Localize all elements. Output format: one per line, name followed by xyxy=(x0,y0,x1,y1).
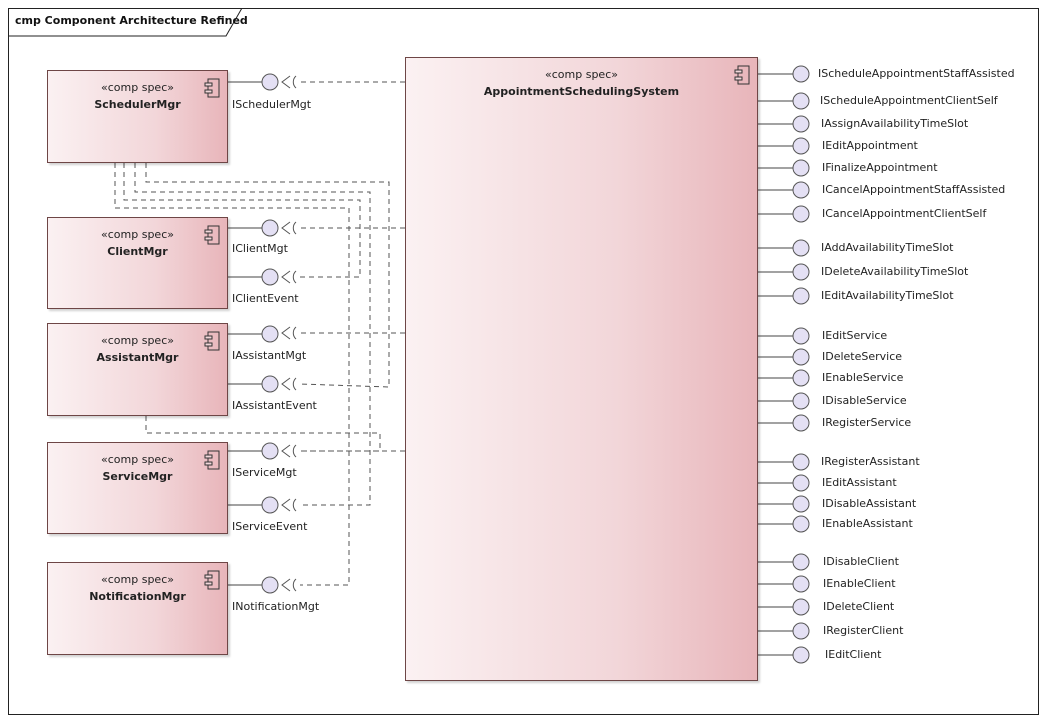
interface-label: IAssistantMgt xyxy=(232,349,307,362)
system-interface-label: IAddAvailabilityTimeSlot xyxy=(821,241,954,254)
interface-lollipop xyxy=(792,575,810,593)
system-interface-label: IDisableClient xyxy=(823,555,899,568)
interface-lollipop xyxy=(792,327,810,345)
interface-lollipop xyxy=(792,137,810,155)
component-stereotype: «comp spec» xyxy=(101,334,174,347)
component-scheduler-mgr[interactable]: «comp spec» SchedulerMgr xyxy=(47,70,228,163)
component-stereotype: «comp spec» xyxy=(101,81,174,94)
component-name: AppointmentSchedulingSystem xyxy=(483,85,680,98)
component-service-mgr[interactable]: «comp spec» ServiceMgr xyxy=(47,442,228,534)
interface-lollipop xyxy=(261,576,279,594)
interface-lollipop xyxy=(792,263,810,281)
system-interface-label: IEditService xyxy=(822,329,888,342)
component-icon xyxy=(204,450,220,470)
interface-lollipop xyxy=(792,65,810,83)
interface-lollipop xyxy=(792,348,810,366)
component-assistant-mgr[interactable]: «comp spec» AssistantMgr xyxy=(47,323,228,416)
component-name: SchedulerMgr xyxy=(94,98,181,111)
component-stereotype: «comp spec» xyxy=(101,228,174,241)
system-interface-label: IDeleteAvailabilityTimeSlot xyxy=(821,265,969,278)
diagram-title: cmp Component Architecture Refined xyxy=(15,14,248,27)
system-interface-label: IRegisterService xyxy=(822,416,912,429)
interface-lollipop xyxy=(261,325,279,343)
interface-label: IServiceEvent xyxy=(232,520,308,533)
interface-lollipop xyxy=(792,474,810,492)
interface-lollipop xyxy=(792,181,810,199)
diagram-frame xyxy=(8,8,1039,715)
system-interface-label: IEnableAssistant xyxy=(822,517,913,530)
interface-lollipop xyxy=(261,268,279,286)
system-interface-label: ICancelAppointmentStaffAssisted xyxy=(822,183,1006,196)
component-name: NotificationMgr xyxy=(89,590,186,603)
system-interface-label: IDeleteClient xyxy=(823,600,895,613)
system-interface-label: IRegisterClient xyxy=(823,624,904,637)
component-client-mgr[interactable]: «comp spec» ClientMgr xyxy=(47,217,228,309)
interface-lollipop xyxy=(792,622,810,640)
interface-lollipop xyxy=(792,159,810,177)
interface-label: INotificationMgt xyxy=(232,600,320,613)
interface-lollipop xyxy=(261,219,279,237)
interface-lollipop xyxy=(792,495,810,513)
component-name: ServiceMgr xyxy=(102,470,173,483)
system-interface-label: IScheduleAppointmentStaffAssisted xyxy=(818,67,1015,80)
component-stereotype: «comp spec» xyxy=(101,573,174,586)
interface-lollipop xyxy=(792,92,810,110)
system-interface-label: IEditClient xyxy=(825,648,882,661)
interface-label: IClientEvent xyxy=(232,292,299,305)
component-name: AssistantMgr xyxy=(96,351,179,364)
system-interface-label: IDisableService xyxy=(822,394,907,407)
system-interface-label: IEditAssistant xyxy=(822,476,897,489)
interface-lollipop xyxy=(792,646,810,664)
interface-lollipop xyxy=(792,598,810,616)
system-interface-label: IEnableClient xyxy=(823,577,896,590)
interface-label: ISchedulerMgt xyxy=(232,98,312,111)
component-icon xyxy=(734,65,750,85)
interface-lollipop xyxy=(261,375,279,393)
interface-label: IServiceMgt xyxy=(232,466,297,479)
interface-lollipop xyxy=(792,553,810,571)
component-notification-mgr[interactable]: «comp spec» NotificationMgr xyxy=(47,562,228,655)
interface-label: IClientMgt xyxy=(232,242,288,255)
system-interface-label: IScheduleAppointmentClientSelf xyxy=(820,94,998,107)
system-interface-label: IEditAvailabilityTimeSlot xyxy=(821,289,954,302)
component-stereotype: «comp spec» xyxy=(101,453,174,466)
component-icon xyxy=(204,570,220,590)
interface-lollipop xyxy=(792,392,810,410)
interface-lollipop xyxy=(792,205,810,223)
interface-lollipop xyxy=(261,496,279,514)
interface-lollipop xyxy=(792,287,810,305)
component-icon xyxy=(204,331,220,351)
interface-lollipop xyxy=(792,369,810,387)
component-icon xyxy=(204,225,220,245)
interface-lollipop xyxy=(792,115,810,133)
system-interface-label: IFinalizeAppointment xyxy=(822,161,938,174)
interface-lollipop xyxy=(261,73,279,91)
interface-lollipop xyxy=(792,453,810,471)
component-stereotype: «comp spec» xyxy=(545,68,618,81)
interface-lollipop xyxy=(792,515,810,533)
component-icon xyxy=(204,78,220,98)
interface-label: IAssistantEvent xyxy=(232,399,317,412)
system-interface-label: IDeleteService xyxy=(822,350,903,363)
system-interface-label: IRegisterAssistant xyxy=(821,455,920,468)
interface-lollipop xyxy=(792,239,810,257)
system-interface-label: IEnableService xyxy=(822,371,904,384)
component-appointment-scheduling-system[interactable]: «comp spec» AppointmentSchedulingSystem xyxy=(405,57,758,681)
system-interface-label: IEditAppointment xyxy=(822,139,918,152)
system-interface-label: IAssignAvailabilityTimeSlot xyxy=(821,117,969,130)
system-interface-label: ICancelAppointmentClientSelf xyxy=(822,207,987,220)
system-interface-label: IDisableAssistant xyxy=(822,497,917,510)
diagram-title-tab xyxy=(8,8,243,37)
interface-lollipop xyxy=(792,414,810,432)
component-name: ClientMgr xyxy=(107,245,168,258)
interface-lollipop xyxy=(261,442,279,460)
